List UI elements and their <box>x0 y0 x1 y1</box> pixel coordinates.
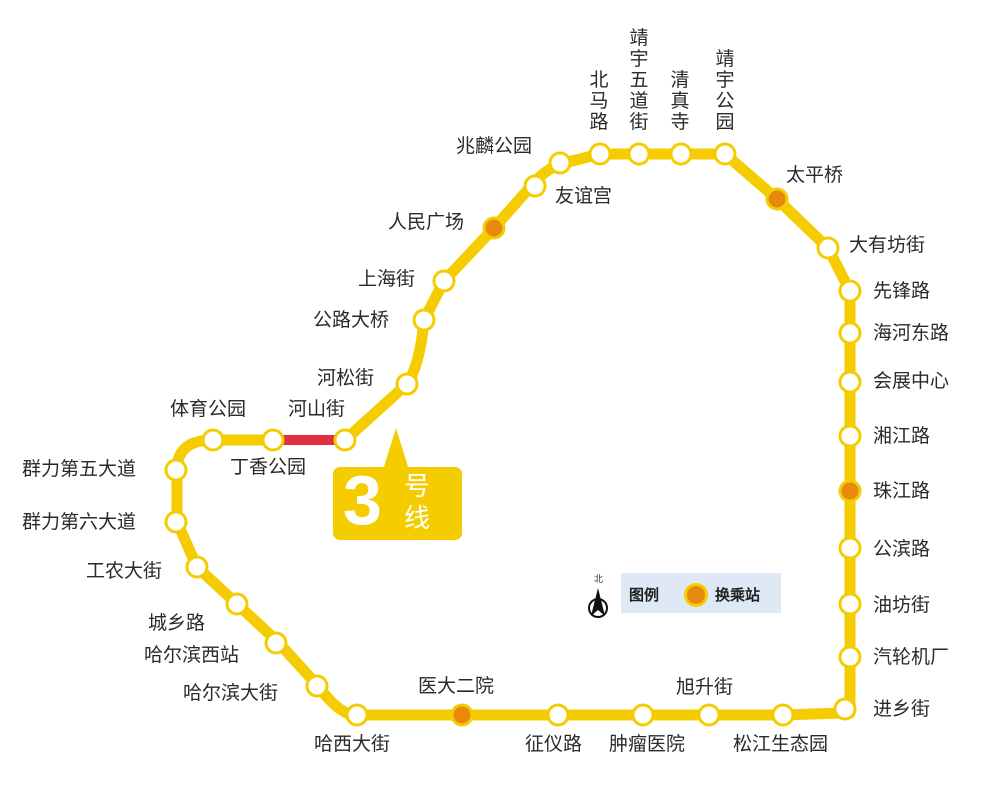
station-haihe-donglu[interactable] <box>838 321 862 345</box>
station-chengxiang-lu[interactable] <box>225 592 249 616</box>
north-arrow-icon <box>588 588 608 618</box>
label-youfang-jie: 油坊街 <box>873 594 931 616</box>
station-shanghai-jie[interactable] <box>432 269 456 293</box>
label-jinxiang-jie: 进乡街 <box>873 698 931 720</box>
station-heshan-jie[interactable] <box>333 428 357 452</box>
station-xianfeng-lu[interactable] <box>838 279 862 303</box>
station-taiping-qiao[interactable] <box>765 187 789 211</box>
station-qunli-diliu-dadao[interactable] <box>164 510 188 534</box>
station-zhengyi-lu[interactable] <box>546 703 570 727</box>
legend-transfer-label: 换乘站 <box>715 586 761 604</box>
label-tiyu-gongyuan: 体育公园 <box>170 398 247 420</box>
label-qunli-diliu-dadao: 群力第六大道 <box>22 511 137 533</box>
label-zhujiang-lu: 珠江路 <box>873 480 931 502</box>
station-tiyu-gongyuan[interactable] <box>201 428 225 452</box>
label-qunli-diwu-dadao: 群力第五大道 <box>22 458 137 480</box>
station-markers <box>164 142 862 727</box>
label-yida-eryuan: 医大二院 <box>418 675 495 697</box>
station-harbin-xizhan[interactable] <box>264 631 288 655</box>
station-bei-malu[interactable] <box>588 142 612 166</box>
station-songjiang-shengtaiyuan[interactable] <box>771 703 795 727</box>
station-xiangjiang-lu[interactable] <box>838 424 862 448</box>
station-dayoufang-jie[interactable] <box>816 236 840 260</box>
label-qingzhensi: 清真寺 <box>670 69 690 133</box>
label-jingyu-wudaojie: 靖宇五道街 <box>629 27 649 133</box>
label-shanghai-jie: 上海街 <box>358 268 416 290</box>
label-haihe-donglu: 海河东路 <box>873 322 950 344</box>
station-zhongliu-yiyuan[interactable] <box>631 703 655 727</box>
station-harbin-dajie[interactable] <box>305 674 329 698</box>
label-xiangjiang-lu: 湘江路 <box>873 425 931 447</box>
station-jinxiang-jie[interactable] <box>833 697 857 721</box>
station-dingxiang-gongyuan[interactable] <box>261 428 285 452</box>
label-harbin-dajie: 哈尔滨大街 <box>183 682 279 704</box>
station-youyi-gong[interactable] <box>523 174 547 198</box>
station-qilunjichang[interactable] <box>838 645 862 669</box>
label-youyi-gong: 友谊宫 <box>555 185 613 207</box>
label-renmin-guangchang: 人民广场 <box>388 211 465 233</box>
station-youfang-jie[interactable] <box>838 592 862 616</box>
label-gonglu-daqiao: 公路大桥 <box>313 309 390 331</box>
label-haxi-dajie: 哈西大街 <box>314 733 391 755</box>
label-zhongliu-yiyuan: 肿瘤医院 <box>609 733 686 755</box>
line-badge-number: 3 <box>343 461 382 539</box>
station-gongbin-lu[interactable] <box>838 536 862 560</box>
label-gongnong-dajie: 工农大街 <box>86 560 163 582</box>
label-taiping-qiao: 太平桥 <box>786 164 844 186</box>
label-huizhan-zhongxin: 会展中心 <box>873 370 950 392</box>
north-label: 北 <box>594 575 604 585</box>
label-jingyu-gongyuan: 靖宇公园 <box>715 48 735 133</box>
label-gongbin-lu: 公滨路 <box>873 538 931 560</box>
station-huizhan-zhongxin[interactable] <box>838 370 862 394</box>
label-zhaolin-gongyuan: 兆麟公园 <box>456 135 533 157</box>
line-badge-hao: 号 <box>404 472 431 502</box>
station-zhujiang-lu[interactable] <box>838 479 862 503</box>
station-zhaolin-gongyuan[interactable] <box>548 151 572 175</box>
label-bei-malu: 北马路 <box>589 69 609 133</box>
station-qunli-diwu-dadao[interactable] <box>164 458 188 482</box>
label-dayoufang-jie: 大有坊街 <box>849 234 926 256</box>
label-dingxiang-gongyuan: 丁香公园 <box>230 456 307 478</box>
label-xusheng-jie: 旭升街 <box>676 676 734 698</box>
station-gongnong-dajie[interactable] <box>185 555 209 579</box>
line-badge <box>333 467 462 540</box>
label-songjiang-shengtaiyuan: 松江生态园 <box>733 733 829 755</box>
label-zhengyi-lu: 征仪路 <box>525 733 583 755</box>
line-badge-xian: 线 <box>404 504 431 534</box>
transfer-station-icon <box>684 583 708 607</box>
legend-title: 图例 <box>629 586 660 604</box>
station-jingyu-wudaojie[interactable] <box>627 142 651 166</box>
station-xusheng-jie[interactable] <box>697 703 721 727</box>
label-heshan-jie: 河山街 <box>288 398 346 420</box>
line-badge-pointer <box>383 428 409 470</box>
label-qilunjichang: 汽轮机厂 <box>873 646 950 668</box>
station-yida-eryuan[interactable] <box>450 703 474 727</box>
station-qingzhensi[interactable] <box>669 142 693 166</box>
station-gonglu-daqiao[interactable] <box>412 308 436 332</box>
station-haxi-dajie[interactable] <box>345 703 369 727</box>
station-jingyu-gongyuan[interactable] <box>713 142 737 166</box>
station-renmin-guangchang[interactable] <box>482 216 506 240</box>
label-chengxiang-lu: 城乡路 <box>148 612 206 634</box>
label-hesong-jie: 河松街 <box>317 367 375 389</box>
label-xianfeng-lu: 先锋路 <box>873 280 931 302</box>
label-harbin-xizhan: 哈尔滨西站 <box>144 644 240 666</box>
station-hesong-jie[interactable] <box>395 372 419 396</box>
